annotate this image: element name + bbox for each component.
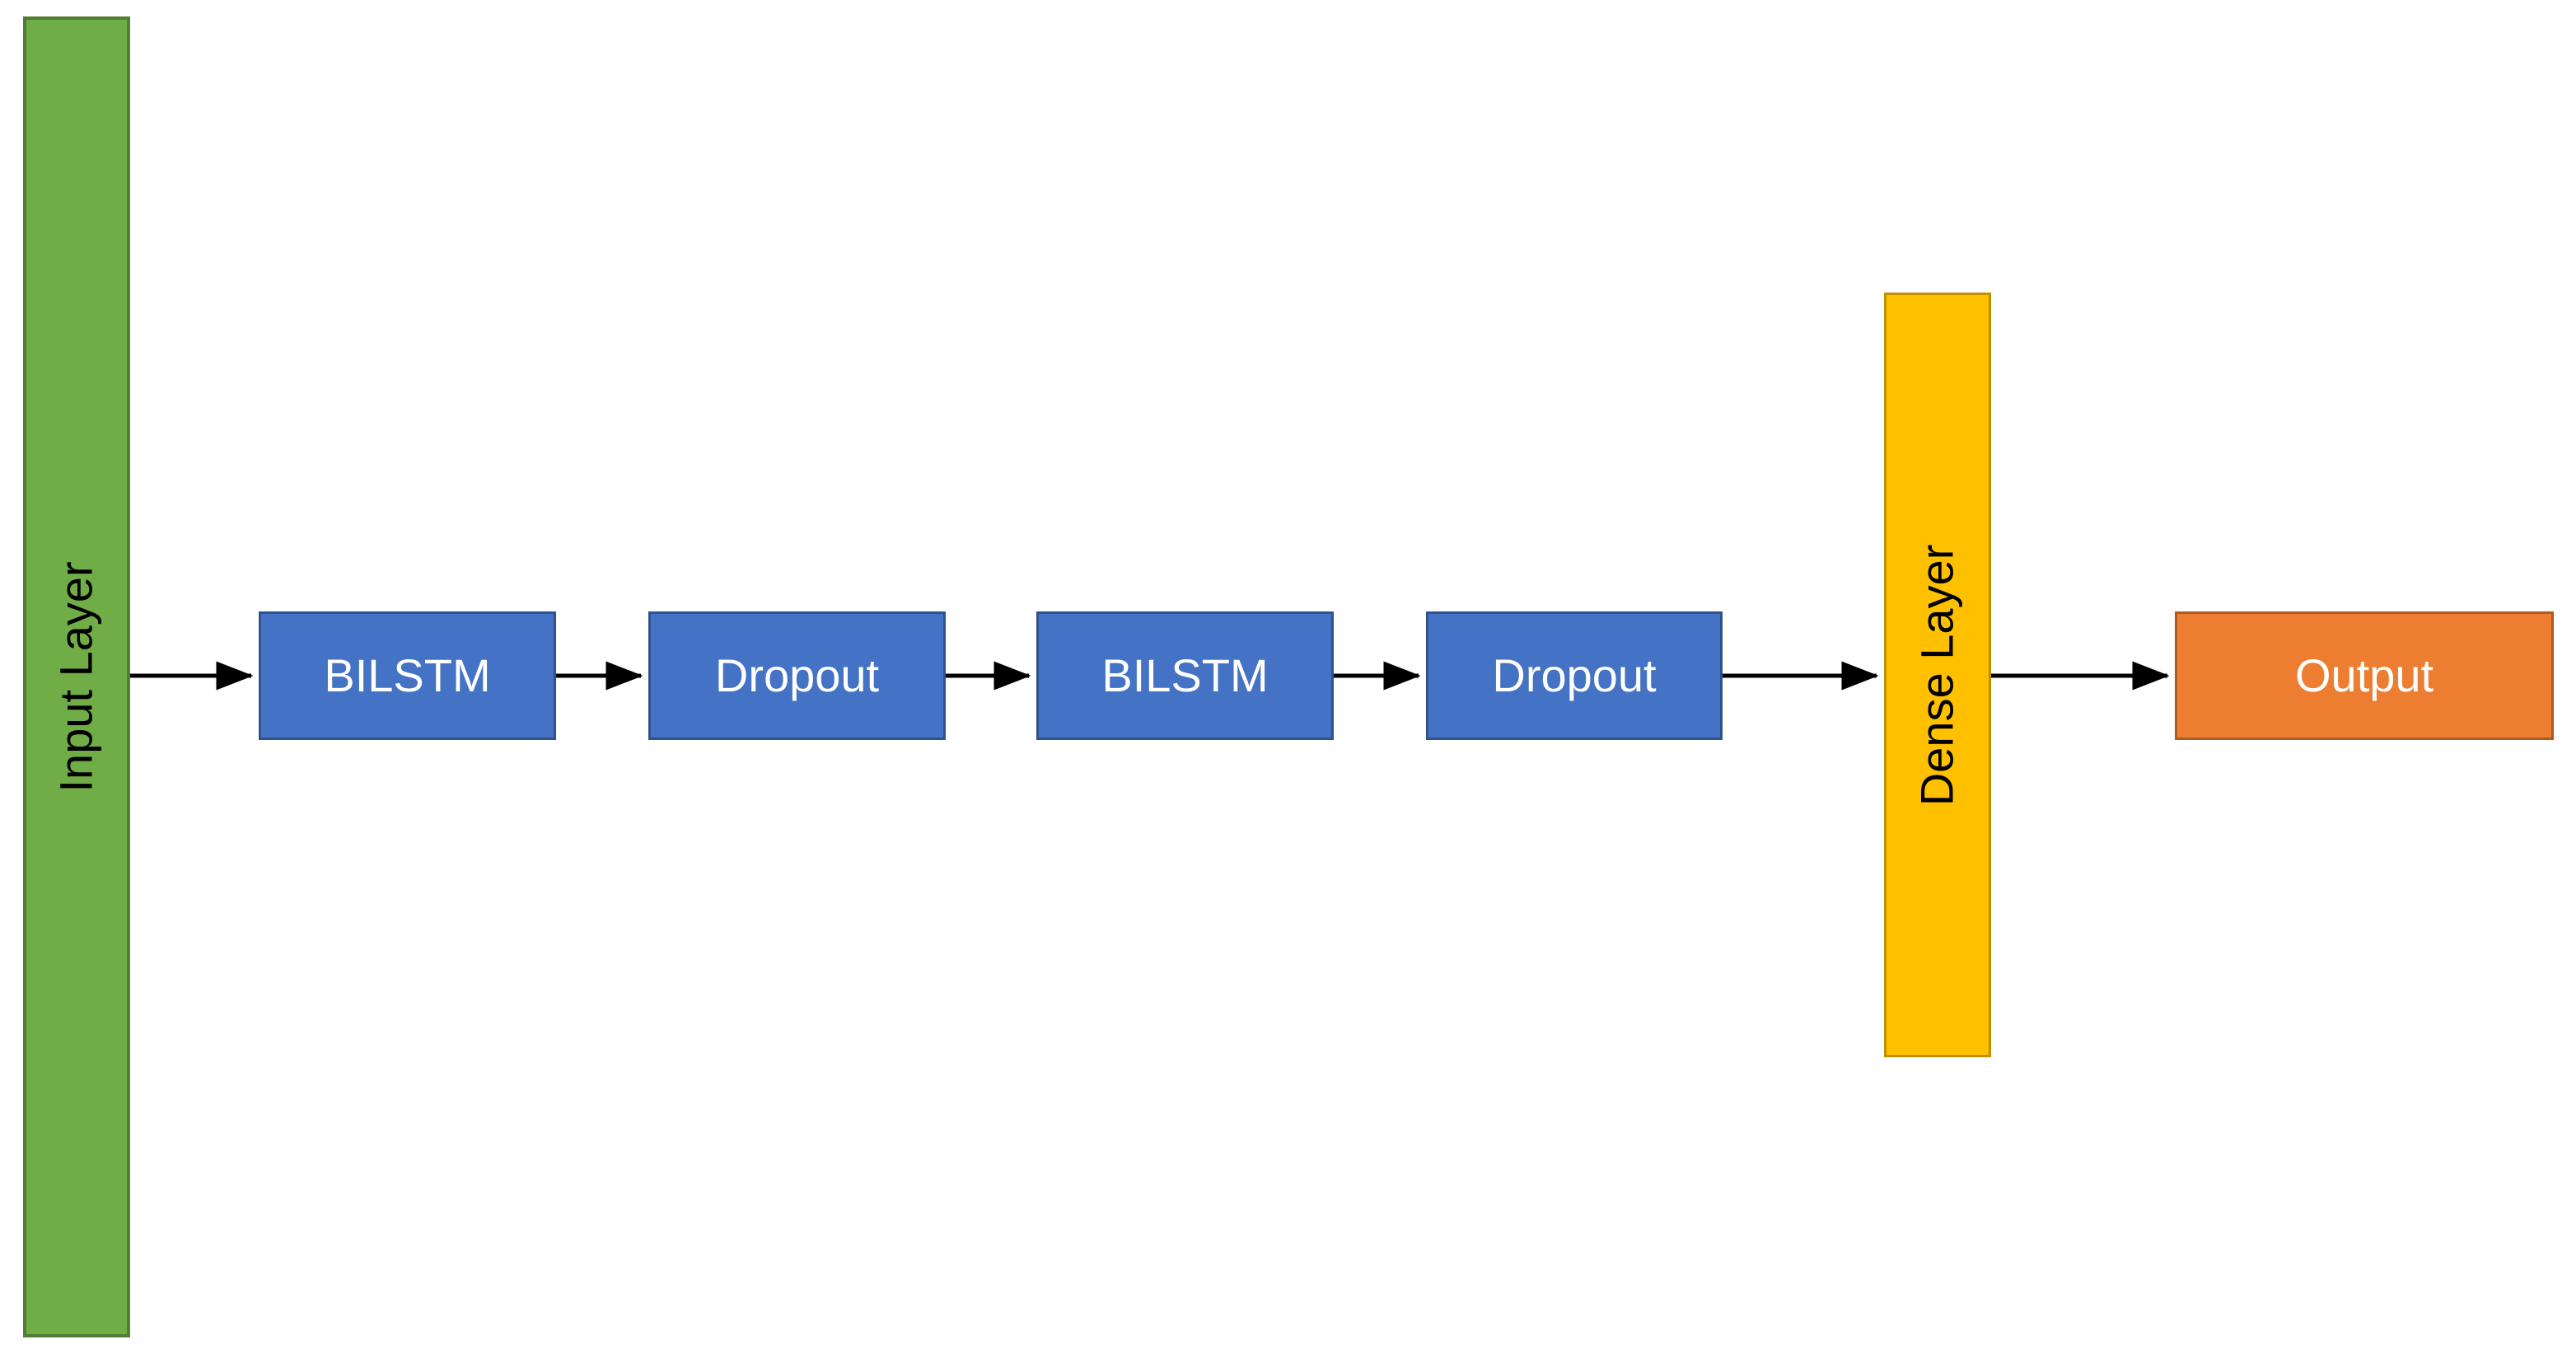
node-bilstm-2[interactable]: BILSTM	[1036, 611, 1334, 740]
node-bilstm-1[interactable]: BILSTM	[259, 611, 556, 740]
node-output[interactable]: Output	[2175, 611, 2554, 740]
node-bilstm-2-label: BILSTM	[1101, 649, 1269, 701]
node-dense-layer-label: Dense Layer	[1910, 544, 1963, 806]
node-output-label: Output	[2294, 649, 2434, 701]
node-dropout-2[interactable]: Dropout	[1426, 611, 1723, 740]
node-dense-layer[interactable]: Dense Layer	[1884, 293, 1991, 1057]
node-bilstm-1-label: BILSTM	[324, 649, 491, 701]
node-dropout-2-label: Dropout	[1492, 649, 1657, 701]
node-dropout-1-label: Dropout	[714, 649, 880, 701]
node-input-layer[interactable]: Input Layer	[23, 16, 130, 1337]
node-dropout-1[interactable]: Dropout	[648, 611, 946, 740]
node-input-layer-label: Input Layer	[49, 561, 102, 793]
